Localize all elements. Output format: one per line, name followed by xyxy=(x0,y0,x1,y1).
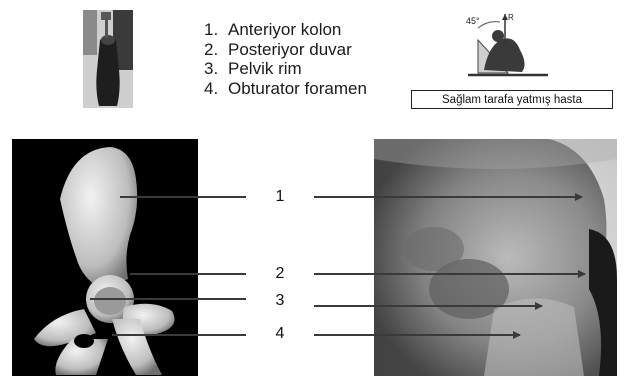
angle-label: 45° xyxy=(466,16,480,26)
structure-legend: 1.Anteriyor kolon 2.Posteriyor duvar 3.P… xyxy=(204,20,367,98)
position-caption: Sağlam tarafa yatmış hasta xyxy=(411,90,613,109)
patient-position-diagram: 45° R xyxy=(448,10,566,82)
bone-model-panel xyxy=(12,139,198,376)
figure-label-1: 1 xyxy=(270,188,290,206)
patient-photo-thumbnail xyxy=(83,10,133,108)
figure-label-3: 3 xyxy=(270,292,290,310)
figure-label-2: 2 xyxy=(270,265,290,283)
figure-label-4: 4 xyxy=(270,325,290,343)
legend-item: 3.Pelvik rim xyxy=(204,59,367,79)
legend-item: 2.Posteriyor duvar xyxy=(204,40,367,60)
svg-text:R: R xyxy=(508,13,514,22)
xray-panel xyxy=(374,139,617,376)
legend-item: 1.Anteriyor kolon xyxy=(204,20,367,40)
legend-item: 4.Obturator foramen xyxy=(204,79,367,99)
